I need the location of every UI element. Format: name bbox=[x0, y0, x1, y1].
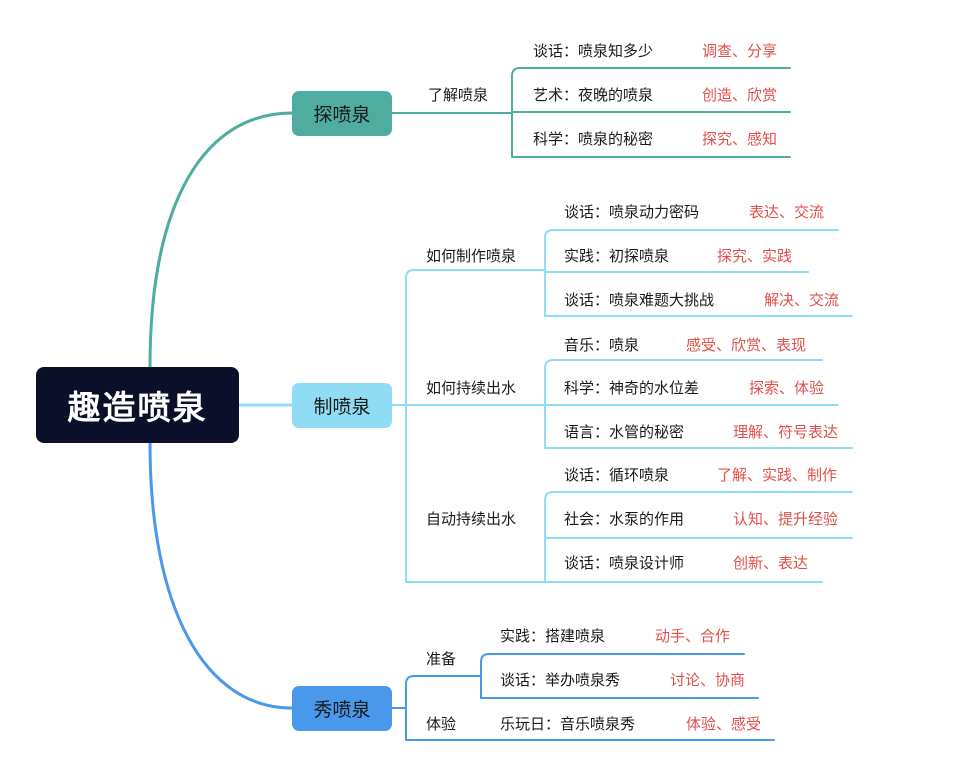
item-text[interactable]: 乐玩日：音乐喷泉秀 bbox=[500, 715, 636, 733]
item-tag: 调查、分享 bbox=[702, 42, 778, 60]
branch-node-show[interactable]: 秀喷泉 bbox=[292, 686, 392, 731]
branch-node-explore[interactable]: 探喷泉 bbox=[292, 91, 392, 136]
item-tag: 探索、体验 bbox=[749, 379, 825, 397]
item-tag: 了解、实践、制作 bbox=[717, 466, 838, 484]
connector-11 bbox=[544, 229, 839, 317]
item-text[interactable]: 谈话：喷泉设计师 bbox=[564, 554, 685, 572]
item-text[interactable]: 谈话：循环喷泉 bbox=[564, 466, 670, 484]
item-tag: 表达、交流 bbox=[749, 203, 825, 221]
connector-23 bbox=[480, 653, 745, 699]
group-label[interactable]: 自动持续出水 bbox=[426, 510, 517, 528]
item-tag: 体验、感受 bbox=[686, 715, 762, 733]
group-label[interactable]: 如何持续出水 bbox=[426, 379, 517, 397]
connector-4 bbox=[511, 67, 791, 158]
item-tag: 探究、感知 bbox=[702, 130, 778, 148]
item-tag: 讨论、协商 bbox=[670, 671, 746, 689]
item-tag: 动手、合作 bbox=[655, 627, 731, 645]
root-node[interactable]: 趣造喷泉 bbox=[36, 367, 239, 443]
item-tag: 创新、表达 bbox=[733, 554, 809, 572]
group-label[interactable]: 了解喷泉 bbox=[428, 86, 489, 104]
item-text[interactable]: 艺术：夜晚的喷泉 bbox=[533, 86, 654, 104]
group-label[interactable]: 准备 bbox=[426, 650, 457, 668]
group-label[interactable]: 体验 bbox=[426, 715, 457, 733]
item-text[interactable]: 科学：喷泉的秘密 bbox=[533, 130, 654, 148]
group-label[interactable]: 如何制作喷泉 bbox=[426, 247, 517, 265]
item-tag: 认知、提升经验 bbox=[733, 510, 839, 528]
item-text[interactable]: 谈话：喷泉难题大挑战 bbox=[564, 291, 715, 309]
item-text[interactable]: 谈话：喷泉动力密码 bbox=[564, 203, 700, 221]
item-text[interactable]: 音乐：喷泉 bbox=[564, 336, 640, 354]
connector-17 bbox=[544, 491, 853, 583]
branch-node-make[interactable]: 制喷泉 bbox=[292, 383, 392, 428]
item-text[interactable]: 实践：初探喷泉 bbox=[564, 247, 670, 265]
item-tag: 创造、欣赏 bbox=[702, 86, 778, 104]
connector-21 bbox=[405, 675, 482, 741]
connector-14 bbox=[544, 359, 823, 449]
item-tag: 解决、交流 bbox=[764, 291, 840, 309]
item-text[interactable]: 谈话：喷泉知多少 bbox=[533, 42, 654, 60]
connector-2 bbox=[148, 441, 294, 710]
item-text[interactable]: 谈话：举办喷泉秀 bbox=[500, 671, 621, 689]
item-tag: 感受、欣赏、表现 bbox=[686, 336, 807, 354]
connector-0 bbox=[148, 111, 294, 369]
item-text[interactable]: 科学：神奇的水位差 bbox=[564, 379, 700, 397]
item-text[interactable]: 语言：水管的秘密 bbox=[564, 423, 685, 441]
item-text[interactable]: 社会：水泵的作用 bbox=[564, 510, 685, 528]
item-text[interactable]: 实践：搭建喷泉 bbox=[500, 627, 606, 645]
item-tag: 探究、实践 bbox=[717, 247, 793, 265]
item-tag: 理解、符号表达 bbox=[733, 423, 839, 441]
connector-8 bbox=[405, 269, 546, 583]
